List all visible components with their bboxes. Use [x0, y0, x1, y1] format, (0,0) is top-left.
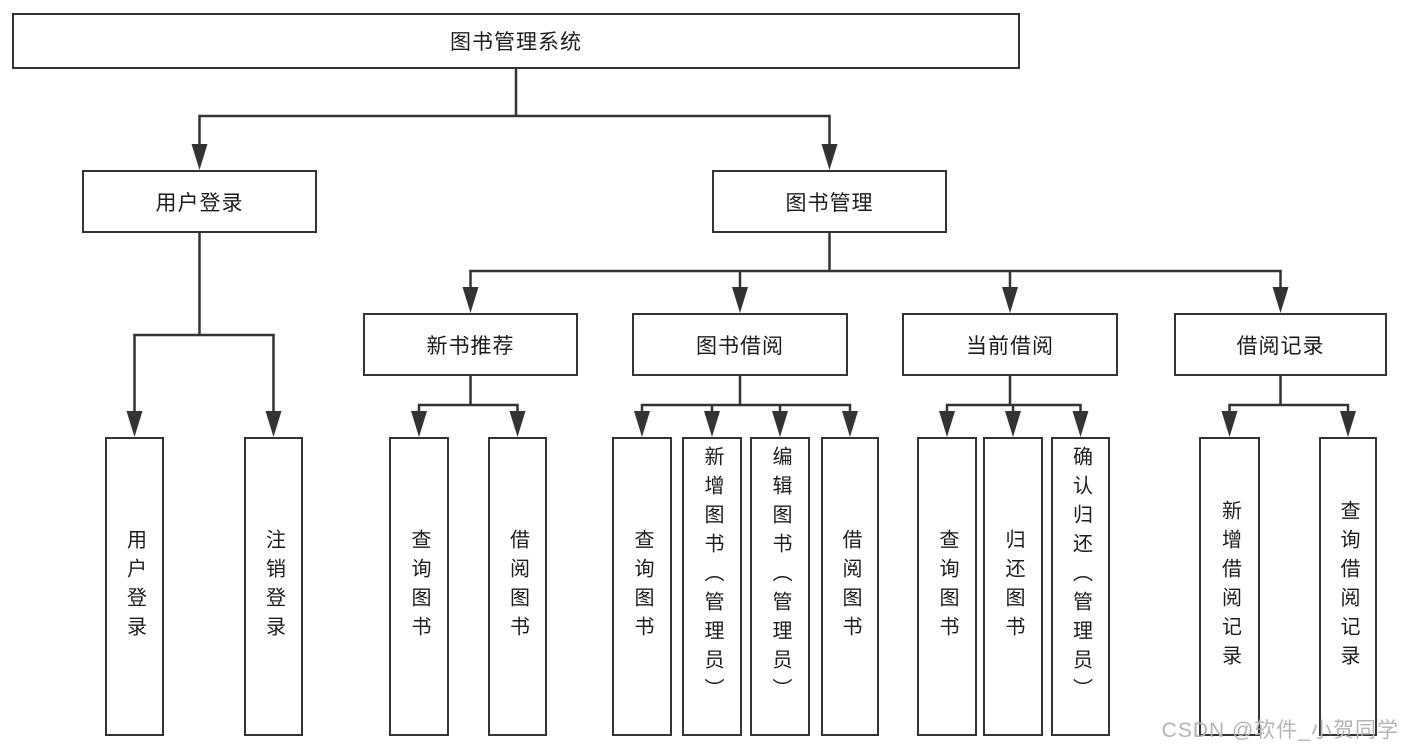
leaf-borrow-books-borrow: 借阅图书: [821, 437, 879, 736]
node-label: 确认归还（管理员）: [1069, 446, 1092, 707]
node-label: 借阅记录: [1236, 334, 1325, 358]
leaf-return-books: 归还图书: [983, 437, 1043, 736]
leaf-logout-login: 注销登录: [244, 437, 303, 736]
node-user-login: 用户登录: [82, 170, 317, 233]
leaf-query-books-current: 查询图书: [917, 437, 977, 736]
node-label: 图书管理系统: [450, 31, 582, 54]
leaf-query-borrow-record: 查询借阅记录: [1319, 437, 1377, 736]
node-label: 新增图书（管理员）: [701, 446, 723, 707]
node-label: 图书借阅: [696, 334, 784, 358]
node-book-management: 图书管理: [712, 170, 947, 233]
node-label: 归还图书: [1002, 528, 1024, 645]
node-label: 当前借阅: [966, 334, 1054, 358]
node-label: 图书管理: [785, 191, 874, 215]
leaf-query-books-recommend: 查询图书: [389, 437, 449, 736]
node-borrow-records: 借阅记录: [1174, 313, 1387, 376]
leaf-query-books-borrow: 查询图书: [612, 437, 672, 736]
leaf-user-login: 用户登录: [105, 437, 164, 736]
leaf-edit-books-admin: 编辑图书（管理员）: [750, 437, 810, 736]
node-label: 注销登录: [262, 528, 285, 645]
leaf-confirm-return-admin: 确认归还（管理员）: [1051, 437, 1110, 736]
leaf-add-books-admin: 新增图书（管理员）: [682, 437, 742, 736]
node-label: 查询借阅记录: [1337, 499, 1359, 674]
node-label: 查询图书: [936, 528, 958, 645]
node-label: 借阅图书: [839, 528, 861, 645]
node-label: 查询图书: [408, 528, 430, 645]
leaf-add-borrow-record: 新增借阅记录: [1199, 437, 1260, 736]
node-label: 编辑图书（管理员）: [769, 446, 791, 707]
node-label: 查询图书: [631, 528, 653, 645]
node-label: 新增借阅记录: [1218, 499, 1241, 674]
node-current-borrowing: 当前借阅: [902, 313, 1118, 376]
node-label: 新书推荐: [426, 334, 515, 358]
node-book-borrowing: 图书借阅: [632, 313, 848, 376]
leaf-borrow-books-recommend: 借阅图书: [488, 437, 547, 736]
node-root-system: 图书管理系统: [12, 13, 1020, 69]
node-label: 借阅图书: [506, 528, 529, 645]
node-label: 用户登录: [123, 528, 146, 645]
node-new-book-recommend: 新书推荐: [363, 313, 578, 376]
node-label: 用户登录: [155, 191, 244, 215]
csdn-watermark: CSDN @软件_小贺同学: [1161, 719, 1399, 742]
